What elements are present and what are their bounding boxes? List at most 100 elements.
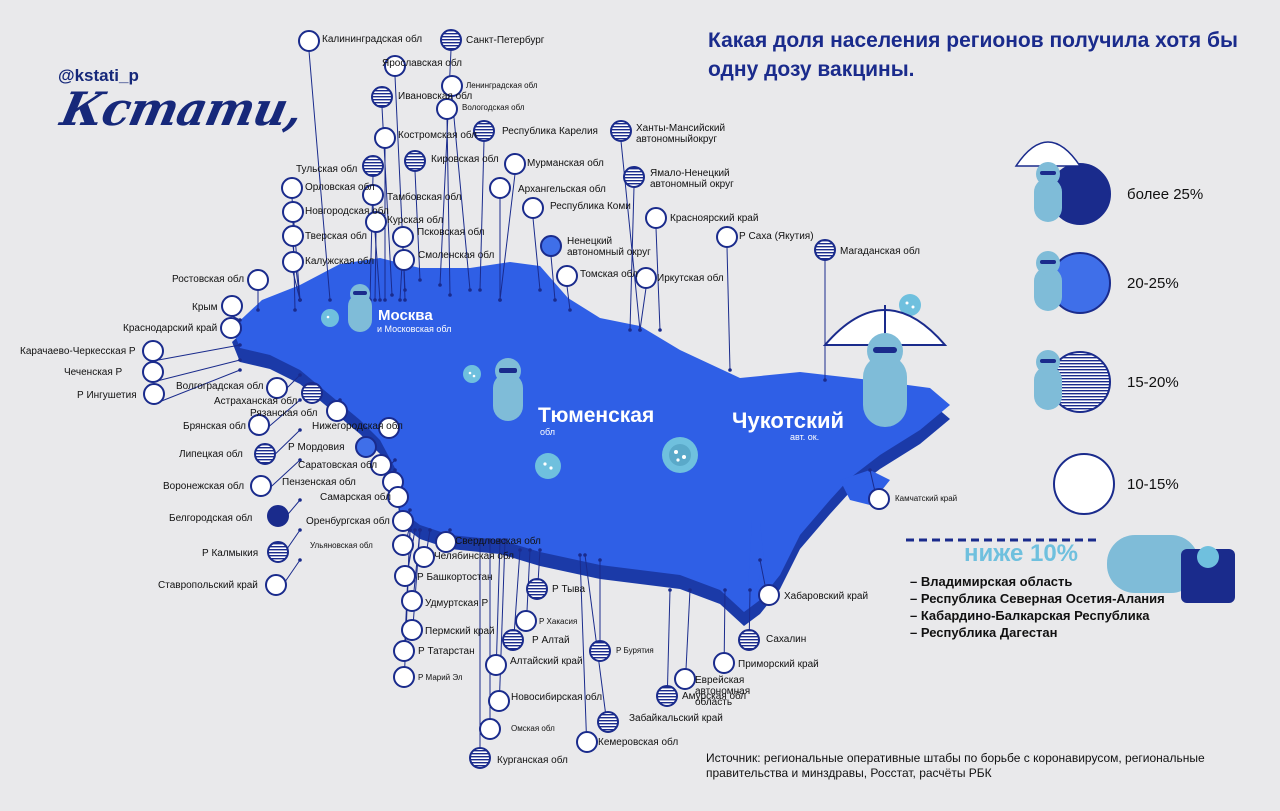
region-label: Белгородская обл (169, 513, 253, 524)
region-marker-липецкая-обл (254, 443, 276, 465)
region-marker-новгородская-обл (282, 201, 304, 223)
leader-anchor-dot (478, 288, 482, 292)
leader-anchor-dot (723, 588, 727, 592)
sakhalin-island (748, 520, 764, 590)
leader-anchor-dot (298, 458, 302, 462)
leader-line (498, 539, 506, 712)
leader-anchor-dot (628, 328, 632, 332)
region-marker-иркутская-обл (635, 267, 657, 289)
region-marker-ненецкий-автономный-округ (540, 235, 562, 257)
region-label: Санкт-Петербург (466, 35, 545, 46)
region-marker-камчатский-край (868, 488, 890, 510)
chart-title: Какая доля населения регионов получила х… (708, 29, 1238, 81)
region-marker-костромская-обл (374, 127, 396, 149)
region-label: Челябинская обл (434, 551, 515, 562)
below-10-item: – Республика Северная Осетия-Алания (910, 591, 1165, 606)
region-marker-ростовская-обл (247, 269, 269, 291)
region-label: Республика Коми (550, 201, 631, 212)
region-label: Орловская обл (305, 182, 375, 193)
region-marker-р-башкортостан (394, 565, 416, 587)
region-marker-ханты-мансийский-автономныйокруг (610, 120, 632, 142)
map-body (232, 258, 950, 612)
region-label: Кировская обл (431, 154, 499, 165)
map-label-chukotka: Чукотский (732, 408, 845, 433)
region-marker-республика-карелия (473, 120, 495, 142)
leader-anchor-dot (373, 298, 377, 302)
region-marker-р-саха-якутия (716, 226, 738, 248)
leader-line (152, 344, 241, 362)
region-label: Р Хакасия (539, 617, 578, 626)
region-label: Хабаровский край (784, 591, 869, 602)
region-label: Ульяновская обл (310, 541, 373, 550)
region-marker-ставропольский-край (265, 574, 287, 596)
region-marker-ярославская-обл (384, 55, 406, 77)
region-marker-краснодарский-край (220, 317, 242, 339)
region-marker-калининградская-обл (298, 30, 320, 52)
region-label: Астраханская обл (214, 396, 298, 407)
region-marker-забайкальский-край (597, 711, 619, 733)
region-label: Ивановская обл (398, 91, 473, 102)
leader-anchor-dot (498, 298, 502, 302)
region-marker-челябинская-обл (413, 546, 435, 568)
region-marker-мурманская-обл (504, 153, 526, 175)
region-label: Брянская обл (183, 421, 246, 432)
region-marker-хабаровский-край (758, 584, 780, 606)
leader-anchor-dot (393, 468, 397, 472)
region-label: Воронежская обл (163, 481, 245, 492)
region-marker-оренбургская-обл (392, 510, 414, 532)
region-label: Р Бурятия (616, 646, 654, 655)
region-label: Еврейская автономная область (695, 675, 751, 708)
region-marker-амурская-обл (656, 685, 678, 707)
region-marker-р-марий-эл (393, 666, 415, 688)
virus-icon (535, 453, 561, 479)
leader-anchor-dot (393, 458, 397, 462)
leader-anchor-dot (428, 528, 432, 532)
region-marker-архангельская-обл (489, 177, 511, 199)
region-label: Оренбургская обл (306, 516, 390, 527)
region-marker-брянская-обл (248, 414, 270, 436)
region-label: Кемеровская обл (598, 737, 679, 748)
leader-anchor-dot (383, 298, 387, 302)
region-label: Волгоградская обл (176, 381, 264, 392)
leader-line (726, 246, 731, 371)
region-label: Мурманская обл (527, 158, 604, 169)
region-marker-чеченская-р (142, 361, 164, 383)
region-label: Р Марий Эл (418, 673, 463, 682)
region-marker-кемеровская-обл (576, 731, 598, 753)
region-marker-крым (221, 295, 243, 317)
leader-line (308, 50, 331, 301)
region-marker-курганская-обл (469, 747, 491, 769)
region-label: Карачаево-Черкесская Р (20, 346, 136, 357)
below-10-item: – Кабардино-Балкарская Республика (910, 608, 1150, 623)
region-label: Камчатский край (895, 494, 958, 503)
leader-anchor-dot (448, 528, 452, 532)
region-label: Ярославская обл (382, 58, 462, 69)
region-label: Крым (192, 302, 218, 313)
leader-anchor-dot (413, 528, 417, 532)
map-label-tyumen-sub: обл (540, 427, 556, 437)
leader-line (152, 359, 241, 383)
legend-graphic (1014, 141, 1115, 515)
region-label: Приморский край (738, 659, 819, 670)
region-label: Р Калмыкия (202, 548, 259, 559)
leader-anchor-dot (408, 508, 412, 512)
region-label: Р Мордовия (288, 442, 345, 453)
region-label: Р Саха (Якутия) (739, 231, 814, 242)
region-marker-рязанская-обл (326, 400, 348, 422)
region-marker-р-татарстан (393, 640, 415, 662)
legend-label-25plus: более 25% (1127, 186, 1204, 203)
region-marker-ленинградская-обл (441, 75, 463, 97)
leader-line (579, 554, 588, 753)
region-marker-кировская-обл (404, 150, 426, 172)
leader-anchor-dot (418, 278, 422, 282)
region-marker-псковская-обл (392, 226, 414, 248)
region-marker-астраханская-обл (301, 382, 323, 404)
region-marker-санкт-петербург (440, 29, 462, 51)
doll-lying-icon (1107, 535, 1235, 603)
region-marker-р-тыва (526, 578, 548, 600)
leader-line (374, 231, 377, 301)
leader-line (446, 118, 451, 296)
doll-icon (493, 358, 523, 421)
